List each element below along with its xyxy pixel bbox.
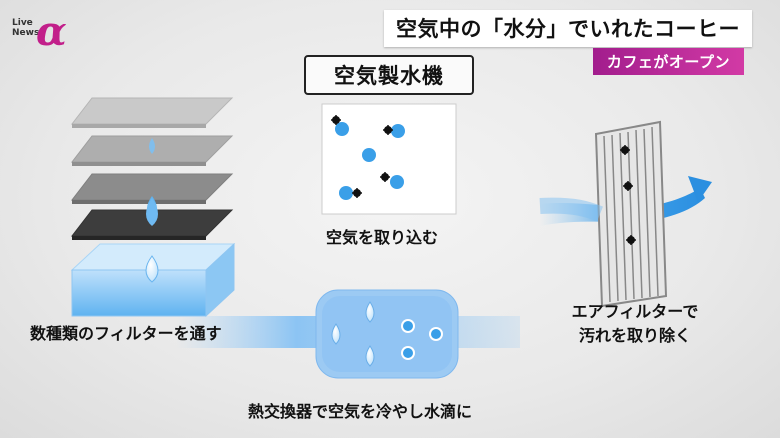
- logo-wordmark: Live News: [12, 18, 40, 38]
- heat-exchanger-caption: 熱交換器で空気を冷やし水滴に: [248, 402, 473, 421]
- heat-exchanger-illustration: [176, 289, 520, 379]
- diagram-title: 空気製水機: [304, 55, 474, 95]
- air-filter-caption: エアフィルターで 汚れを取り除く: [571, 302, 699, 345]
- air-intake-caption: 空気を取り込む: [326, 228, 439, 247]
- air-intake-panel: [321, 103, 457, 215]
- alpha-icon: α: [36, 8, 67, 55]
- air-filter-illustration: [539, 120, 712, 308]
- filters-caption: 数種類のフィルターを通す: [30, 324, 222, 343]
- air-intake-particles: [331, 115, 405, 200]
- headline-caption: 空気中の「水分」でいれたコーヒー: [384, 10, 752, 47]
- filter-stack-illustration: [70, 97, 236, 318]
- live-news-alpha-logo: Live News α: [12, 8, 72, 55]
- subheadline-caption: カフェがオープン: [592, 48, 744, 75]
